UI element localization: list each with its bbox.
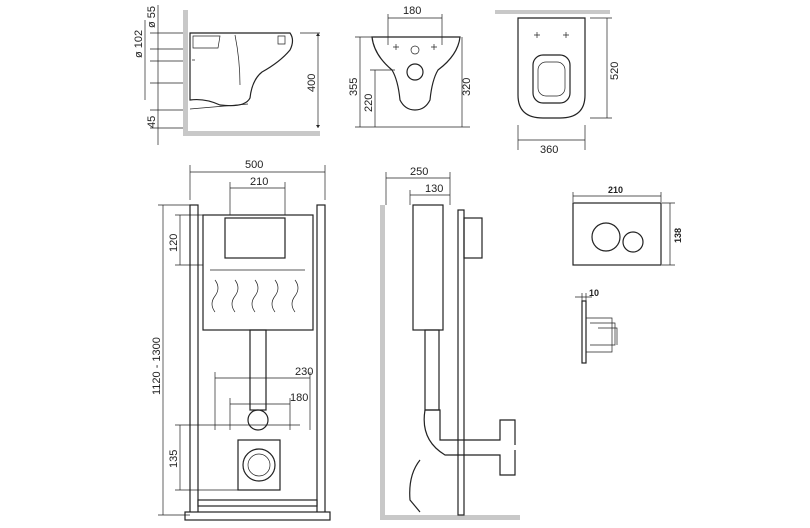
dim-bowl-height: 400 xyxy=(306,74,318,92)
bowl-side-outline xyxy=(189,32,294,107)
flush-pipe xyxy=(249,329,267,411)
bowl-front-outline xyxy=(371,36,461,111)
dim-studs-inner: 180 xyxy=(290,392,308,404)
cistern-side xyxy=(412,204,444,331)
dim-outlet: 220 xyxy=(363,94,375,112)
floor xyxy=(183,131,320,136)
cistern xyxy=(202,214,314,331)
flush-plate-front xyxy=(572,202,662,266)
flush-button-large xyxy=(591,222,621,252)
wall-top xyxy=(495,10,610,14)
dim-frame-height: 1120 - 1300 xyxy=(151,337,163,395)
dim-studs-outer: 230 xyxy=(295,366,313,378)
bowl-front-view: 180 355 220 320 xyxy=(348,5,473,128)
dim-holes: 180 xyxy=(403,5,421,17)
frame-front-view: 500 210 120 1120 - 1300 230 180 135 xyxy=(151,159,331,521)
dim-length: 520 xyxy=(609,62,621,80)
bowl-top-view: 520 360 xyxy=(495,10,621,156)
dim-outlet-height: 135 xyxy=(168,450,180,468)
dim-plate-thickness: 10 xyxy=(589,288,599,298)
dim-depth: 250 xyxy=(410,166,428,178)
dim-plate-height: 138 xyxy=(673,228,683,243)
dim-width: 360 xyxy=(540,144,558,156)
flush-button-small xyxy=(622,231,644,253)
bowl-side-view: ø 55 ø 102 400 45 xyxy=(133,5,320,145)
dim-outlet-small: ø 55 xyxy=(146,6,158,28)
dim-cistern: 210 xyxy=(250,176,268,188)
dim-rim: 320 xyxy=(461,78,473,96)
bowl-top-outline xyxy=(517,17,586,119)
frame-side-view: 250 130 xyxy=(380,166,520,520)
flush-plate: 210 138 10 xyxy=(572,185,683,364)
dim-top: 120 xyxy=(168,234,180,252)
dim-frame-width: 500 xyxy=(245,159,263,171)
dim-outlet-large: ø 102 xyxy=(133,30,145,58)
dim-plate-width: 210 xyxy=(608,185,623,195)
cistern-opening xyxy=(224,217,286,259)
dim-total: 355 xyxy=(348,78,360,96)
wall xyxy=(183,10,188,136)
flush-plate-side xyxy=(581,300,587,364)
outlet-box xyxy=(237,439,281,491)
dim-depth-inner: 130 xyxy=(425,183,443,195)
dim-bottom: 45 xyxy=(146,116,158,128)
